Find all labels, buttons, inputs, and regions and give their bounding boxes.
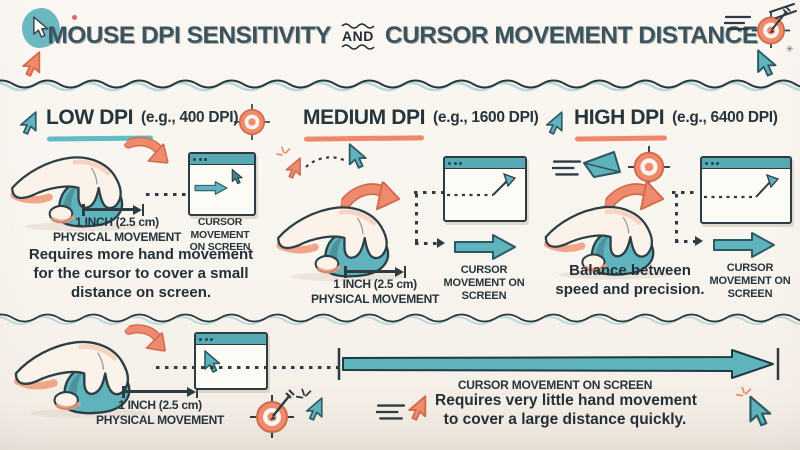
high-dpi-heading-row: HIGH DPI (e.g., 6400 DPI)	[574, 106, 778, 130]
window-titlebar	[445, 158, 525, 169]
screen-movement-label: CURSOR MOVEMENT ON SCREEN	[457, 378, 653, 392]
squiggle-icon	[341, 23, 375, 29]
cursor-movement-arrow-icon	[444, 232, 526, 262]
long-cursor-movement-arrow	[337, 348, 780, 380]
target-icon	[234, 104, 270, 140]
screen-movement-label: CURSOR MOVEMENT ON SCREEN	[443, 264, 525, 303]
medium-dpi-heading: MEDIUM DPI	[303, 106, 426, 129]
medium-dpi-example: (e.g., 1600 DPI)	[433, 109, 539, 126]
dotted-connector	[415, 194, 418, 244]
title-part-2: CURSOR MOVEMENT DISTANCE	[384, 22, 758, 49]
fast-arrow-icon	[582, 150, 622, 180]
cursor-movement-arrow-icon	[700, 230, 788, 260]
screen-window	[700, 156, 792, 224]
dotted-connector	[156, 366, 340, 369]
sparkle-dot-icon: ✳	[786, 44, 794, 54]
diagonal-cursor-path-icon	[704, 173, 780, 199]
cursor-icon	[20, 50, 43, 78]
wavy-divider	[0, 79, 800, 92]
heading-underline	[574, 135, 668, 141]
cursor-icon	[544, 110, 565, 136]
window-titlebar	[196, 334, 266, 345]
dotted-connector	[672, 191, 699, 194]
low-dpi-description: Requires more hand movement for the curs…	[28, 246, 254, 301]
cursor-icon	[406, 394, 429, 422]
low-dpi-example: (e.g., 400 DPI)	[141, 109, 239, 126]
target-dart-icon	[248, 388, 296, 438]
squiggle-icon	[341, 44, 375, 50]
screen-window	[443, 156, 527, 222]
accent-dot	[72, 15, 77, 20]
high-dpi-example: (e.g., 6400 DPI)	[672, 109, 778, 126]
high-dpi-description: Balance between speed and precision.	[555, 262, 705, 298]
speed-lines-icon	[552, 158, 582, 178]
low-dpi-heading: LOW DPI	[46, 106, 134, 129]
dotted-connector	[146, 193, 188, 196]
speed-lines-icon	[376, 402, 406, 422]
dotted-connector	[414, 191, 444, 194]
measurement-arrow	[82, 203, 144, 216]
physical-movement-label: 1 INCH (2.5 cm) PHYSICAL MOVEMENT	[52, 215, 182, 244]
cursor-icon	[18, 110, 39, 136]
high-dpi-column: HIGH DPI (e.g., 6400 DPI) CURSOR MOVEMEN…	[544, 96, 800, 312]
high-dpi-heading: HIGH DPI	[574, 106, 665, 129]
speed-lines-icon	[724, 14, 752, 32]
title-conjunction: AND	[341, 22, 375, 50]
screen-movement-label: CURSOR MOVEMENT ON SCREEN	[189, 216, 251, 254]
medium-dpi-heading-row: MEDIUM DPI (e.g., 1600 DPI)	[303, 106, 539, 130]
low-dpi-column: LOW DPI (e.g., 400 DPI) CURSOR MOVEMENT …	[0, 96, 272, 312]
window-titlebar	[190, 154, 254, 165]
cursor-icon	[230, 168, 244, 185]
cursor-movement-arrow-icon	[194, 179, 228, 197]
screen-window	[188, 152, 256, 216]
header-cursor-badge	[22, 8, 60, 48]
low-dpi-heading-row: LOW DPI (e.g., 400 DPI)	[46, 106, 238, 130]
title-part-1: MOUSE DPI SENSITIVITY	[47, 22, 331, 49]
physical-movement-label: 1 INCH (2.5 cm) PHYSICAL MOVEMENT	[95, 398, 225, 427]
dotted-connector-arrowhead	[695, 236, 703, 246]
measurement-arrow	[122, 385, 198, 398]
window-titlebar	[702, 158, 790, 169]
dotted-connector	[675, 194, 678, 242]
cursor-icon	[202, 349, 222, 374]
cursor-icon	[304, 396, 325, 422]
dotted-arc-connector	[305, 156, 347, 168]
wavy-divider	[0, 313, 800, 325]
cursor-icon	[346, 142, 369, 170]
screen-window	[194, 332, 268, 390]
heading-underline	[303, 135, 425, 142]
cursor-icon	[754, 48, 779, 78]
medium-dpi-column: MEDIUM DPI (e.g., 1600 DPI)	[272, 96, 544, 312]
screen-movement-label: CURSOR MOVEMENT ON SCREEN	[709, 262, 791, 301]
physical-movement-label: 1 INCH (2.5 cm) PHYSICAL MOVEMENT	[310, 277, 440, 306]
summary-description: Requires very little hand movement to co…	[435, 392, 697, 428]
cursor-icon	[746, 394, 774, 428]
corner-dash-icon	[769, 3, 797, 19]
dotted-connector	[675, 240, 697, 243]
page-title: MOUSE DPI SENSITIVITY AND CURSOR MOVEMEN…	[47, 22, 758, 50]
dotted-connector-arrowhead	[437, 238, 445, 248]
measurement-arrow	[344, 265, 406, 278]
summary-row: 1 INCH (2.5 cm) PHYSICAL MOVEMENT CURSOR…	[0, 322, 800, 450]
diagonal-cursor-path-icon	[447, 172, 517, 197]
dotted-connector	[415, 242, 439, 245]
cursor-icon	[284, 156, 303, 180]
